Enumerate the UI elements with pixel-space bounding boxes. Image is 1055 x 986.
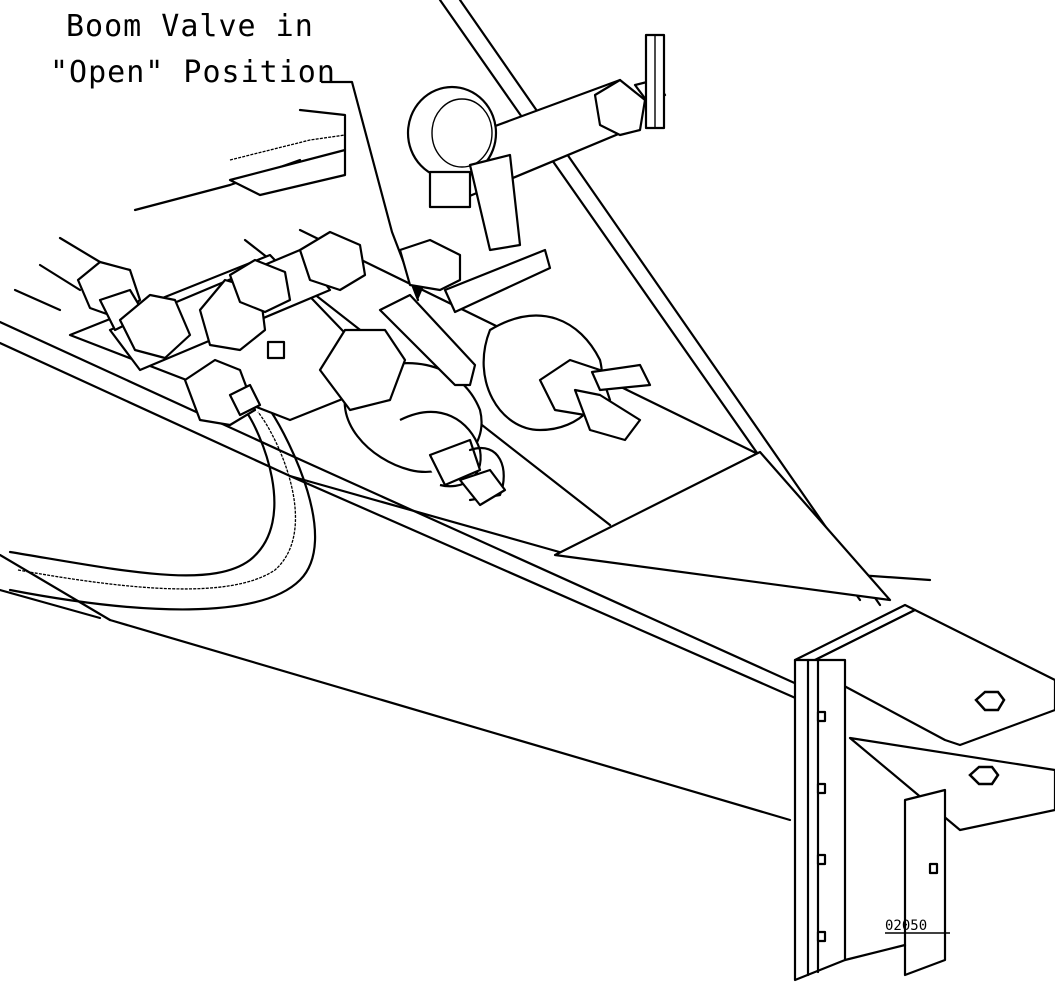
callout-label-line1: Boom Valve in bbox=[66, 9, 314, 44]
boom-valve-handle bbox=[378, 248, 552, 387]
left-fittings bbox=[76, 230, 367, 427]
mounting-bracket bbox=[793, 603, 1055, 982]
pressure-gauge bbox=[406, 85, 522, 252]
boom-valve-body bbox=[318, 328, 507, 507]
gauge-pipe bbox=[593, 33, 667, 137]
right-valve bbox=[398, 238, 652, 442]
callout-label-line2: "Open" Position bbox=[50, 55, 336, 90]
part-number: 02050 bbox=[885, 918, 927, 934]
manifold-pipes bbox=[108, 78, 642, 473]
hose bbox=[8, 408, 317, 611]
